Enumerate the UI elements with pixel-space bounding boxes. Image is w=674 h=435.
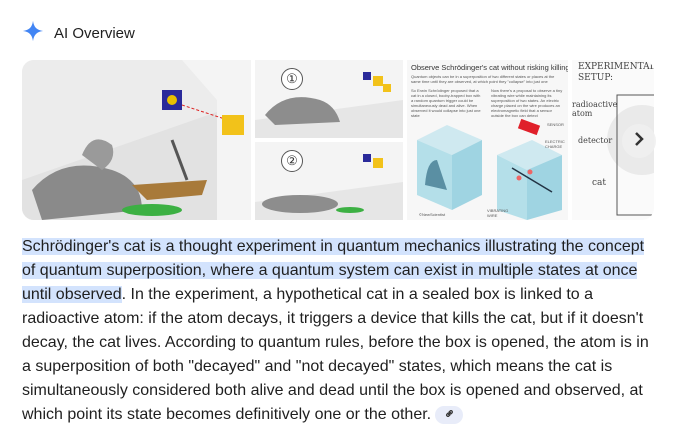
carousel-next-button[interactable] <box>622 124 656 158</box>
overview-text: Schrödinger's cat is a thought experimen… <box>22 235 654 427</box>
link-icon <box>444 403 455 427</box>
carousel-image-2-bottom[interactable]: ② <box>255 142 403 220</box>
diagram-credit: ©NewScientist <box>419 212 446 217</box>
image-carousel: ① ② Observe Schrödinger's cat without ri… <box>22 60 654 220</box>
source-link-button[interactable] <box>435 403 464 427</box>
sketch-label: radioactive atom <box>572 100 618 118</box>
diagram-title: Observe Schrödinger's cat without riskin… <box>411 63 568 72</box>
overview-rest-text: . In the experiment, a hypothetical cat … <box>22 286 649 423</box>
sketch-label: detector <box>578 136 613 145</box>
ai-overview-header: AI Overview <box>22 20 135 47</box>
panel-label-1: ① <box>281 68 303 90</box>
carousel-image-1[interactable] <box>22 60 251 220</box>
diagram-wire: VIBRATING WIRE <box>487 208 509 218</box>
diagram-col2: Now there's a proposal to observe a tiny… <box>491 88 563 118</box>
chevron-right-icon <box>632 131 646 151</box>
carousel-image-2-top[interactable]: ① <box>255 60 403 138</box>
diagram-col1: So Erwin Schrödinger proposed that a cat… <box>411 88 481 118</box>
panel-label-2: ② <box>281 150 303 172</box>
diagram-sensor: SENSOR <box>547 122 564 127</box>
diagram-intro: Quantum objects can be in a superpositio… <box>411 74 555 84</box>
diagram-charge: ELECTRIC CHARGE <box>545 139 565 149</box>
ai-overview-title: AI Overview <box>54 25 135 42</box>
sketch-label: cat <box>592 178 607 188</box>
sparkle-icon <box>22 20 44 47</box>
carousel-image-3[interactable]: Observe Schrödinger's cat without riskin… <box>407 60 568 220</box>
sketch-title: EXPERIMENTAL SETUP: <box>578 62 654 83</box>
